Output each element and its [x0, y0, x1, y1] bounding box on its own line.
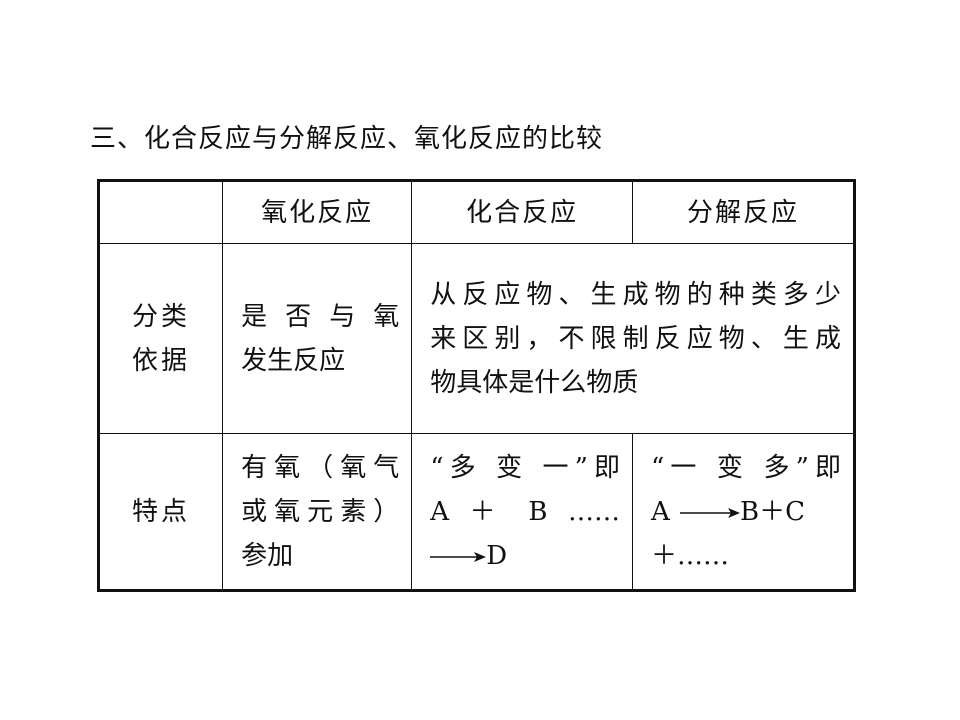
header-oxidation: 氧化反应	[222, 180, 413, 244]
product-text: D	[486, 540, 508, 571]
cell-line: 参加	[241, 540, 294, 571]
table-row-basis: 分类 依据 是 否 与 氧 发生反应 从反应物、生成物的种类多少 来区别，不限制…	[97, 243, 855, 434]
section-heading: 三、化合反应与分解反应、氧化反应的比较	[90, 124, 604, 154]
cell-line: 有氧（氧气	[241, 452, 400, 483]
row-label-line: 依据	[132, 345, 191, 376]
row-label-line: 特点	[132, 496, 191, 527]
equation-line: A B＋C	[651, 490, 841, 534]
cell-line: 从反应物、生成物的种类多少	[430, 279, 841, 310]
equation-line: D	[430, 534, 620, 578]
cell-line: “多 变 一”即	[430, 452, 620, 483]
basis-oxidation-cell: 是 否 与 氧 发生反应	[222, 243, 413, 434]
reaction-arrow-icon	[430, 551, 487, 562]
row-label-line: 分类	[132, 301, 191, 332]
features-combination-cell: “多 变 一”即 A ＋ B …… D	[411, 433, 633, 591]
features-oxidation-cell: 有氧（氧气 或氧元素） 参加	[222, 433, 413, 591]
header-blank-cell	[97, 180, 224, 244]
cell-line: 来区别，不限制反应物、生成	[430, 323, 841, 354]
basis-merged-cell: 从反应物、生成物的种类多少 来区别，不限制反应物、生成 物具体是什么物质	[411, 243, 855, 434]
cell-line: 发生反应	[241, 345, 346, 376]
products-text: B＋C	[740, 496, 806, 527]
reaction-arrow-icon	[680, 507, 741, 518]
table-row-features: 特点 有氧（氧气 或氧元素） 参加 “多 变 一”即 A ＋ B …… D “一…	[97, 433, 855, 591]
reactant-text: A	[651, 496, 670, 527]
cell-line: 或氧元素）	[241, 496, 400, 527]
cell-line: “一 变 多”即	[651, 452, 841, 483]
cell-line: ＋……	[651, 540, 730, 571]
cell-line: 是 否 与 氧	[241, 301, 400, 332]
table-header-row: 氧化反应 化合反应 分解反应	[97, 180, 855, 244]
comparison-table: 氧化反应 化合反应 分解反应 分类 依据 是 否 与 氧 发生反应 从反应物、生…	[97, 179, 856, 592]
header-combination: 化合反应	[411, 180, 633, 244]
features-decomposition-cell: “一 变 多”即 A B＋C ＋……	[632, 433, 855, 591]
row-label-basis: 分类 依据	[97, 243, 224, 434]
row-label-features: 特点	[97, 433, 224, 591]
cell-line: 物具体是什么物质	[430, 367, 639, 398]
header-decomposition: 分解反应	[632, 180, 855, 244]
cell-line: A ＋ B ……	[430, 496, 620, 527]
